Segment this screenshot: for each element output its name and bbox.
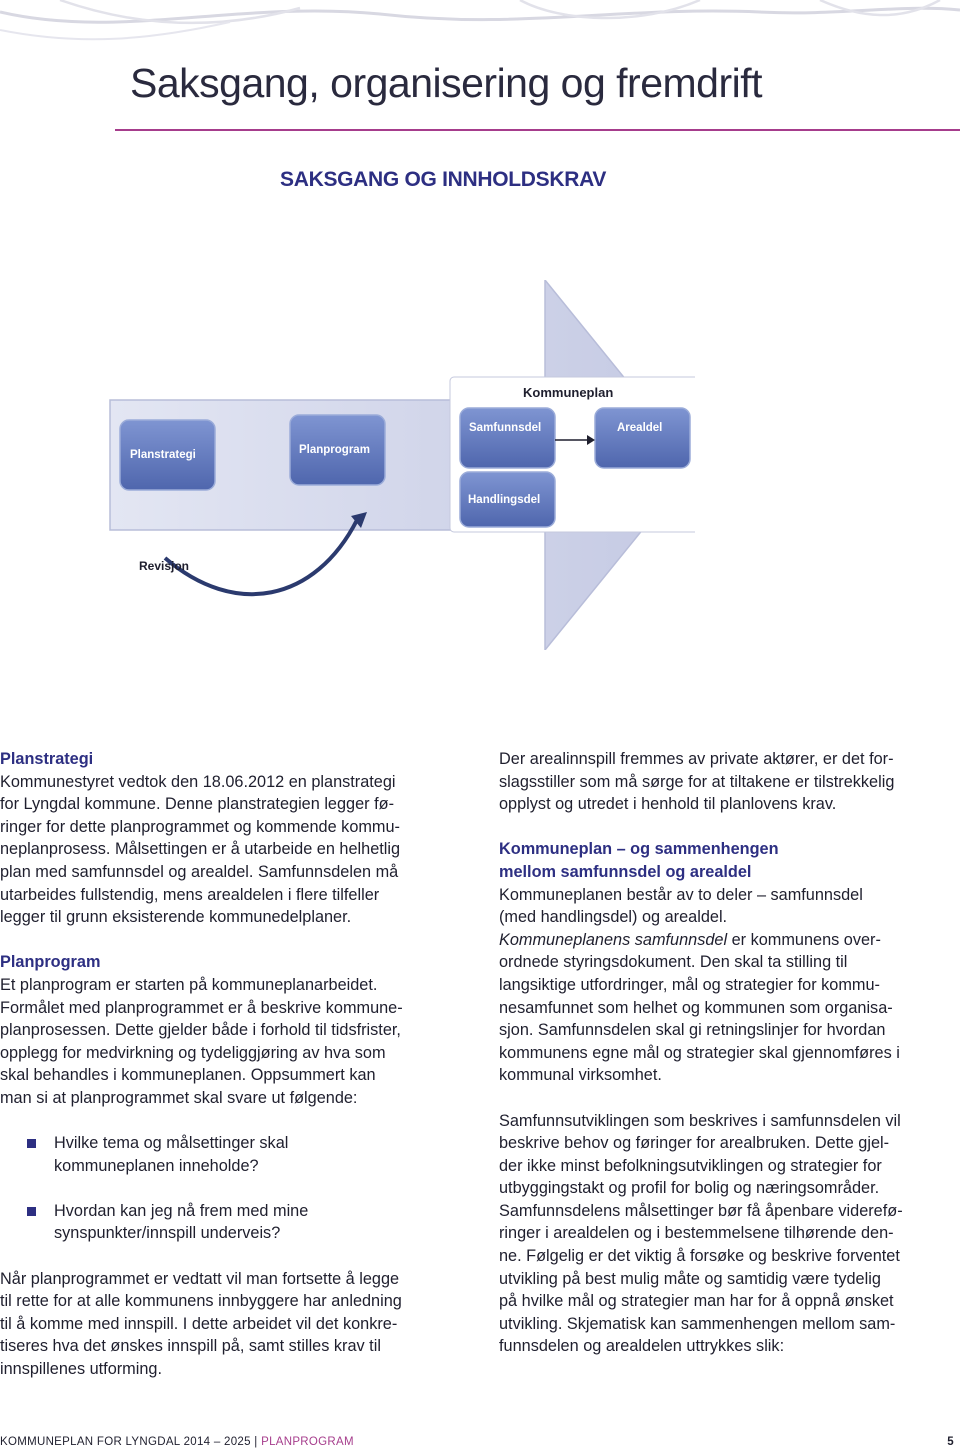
- planning-process-diagram: Kommuneplan Planstrategi Planprogram Sam…: [109, 280, 695, 650]
- planstrategi-label: Planstrategi: [130, 449, 196, 461]
- list-item-line: Hvordan kan jeg nå frem med mine: [54, 1201, 309, 1220]
- kommuneplan-label: Kommuneplan: [523, 385, 613, 400]
- planprogram-line: planprosessen. Dette gjelder både i forh…: [0, 1021, 401, 1040]
- planstrategi-line: neplanprosess. Målsettingen er å utarbei…: [0, 840, 401, 859]
- body-line: der ikke minst befolkningsutviklingen og…: [499, 1156, 882, 1175]
- planprogram-line: man si at planprogrammet skal svare ut f…: [0, 1088, 358, 1107]
- planstrategi-line: legger til grunn eksisterende kommunedel…: [0, 908, 352, 927]
- closing-line: til å komme med innspill. I dette arbeid…: [0, 1314, 398, 1333]
- planprogram-heading: Planprogram: [0, 953, 101, 972]
- revisjon-loop-arrow: [163, 519, 359, 597]
- arealdel-box: [594, 407, 691, 469]
- footer-publication: KOMMUNEPLAN FOR LYNGDAL 2014 – 2025 |: [0, 1436, 262, 1448]
- planstrategi-line: ringer for dette planprogrammet og komme…: [0, 817, 400, 836]
- italic-term: Kommuneplanens samfunnsdel: [499, 930, 728, 949]
- closing-line: tiseres hva det ønskes innspill på, samt…: [0, 1337, 381, 1356]
- planprogram-box: [289, 414, 386, 486]
- question-list: Hvilke tema og målsettinger skal kommune…: [0, 1132, 470, 1245]
- planstrategi-heading: Planstrategi: [0, 750, 94, 768]
- body-line: utvikling. Skjematisk kan sammenhengen m…: [499, 1314, 896, 1333]
- kommuneplan-heading-line2: mellom samfunnsdel og arealdel: [499, 862, 752, 881]
- body-line: sjon. Samfunnsdelen skal gi retningslinj…: [499, 1021, 886, 1040]
- intro-line: opplyst og utredet i henhold til planlov…: [499, 795, 837, 814]
- list-item: Hvordan kan jeg nå frem med mine synspun…: [0, 1200, 470, 1245]
- list-item: Hvilke tema og målsettinger skal kommune…: [0, 1132, 470, 1177]
- planprogram-line: Formålet med planprogrammet er å beskriv…: [0, 998, 403, 1017]
- planprogram-line: opplegg for medvirkning og tydeliggjørin…: [0, 1043, 386, 1062]
- revisjon-label: Revisjon: [139, 559, 189, 573]
- list-item-line: Hvilke tema og målsettinger skal: [54, 1134, 289, 1153]
- right-column: Der arealinnspill fremmes av private akt…: [499, 748, 959, 1358]
- kommuneplan-heading: Kommuneplan – og sammenhengen: [499, 840, 779, 859]
- section-heading: SAKSGANG OG INNHOLDSKRAV: [280, 168, 607, 191]
- body-line: (med handlingsdel) og arealdel.: [499, 908, 728, 927]
- samfunnsdel-label: Samfunnsdel: [469, 422, 541, 434]
- samfunnsdel-box: [459, 407, 556, 469]
- arealdel-label: Arealdel: [617, 422, 662, 434]
- page-footer: KOMMUNEPLAN FOR LYNGDAL 2014 – 2025 | PL…: [0, 1436, 960, 1448]
- planstrategi-line: for Lyngdal kommune. Denne planstrategie…: [0, 795, 394, 814]
- planstrategi-line: plan med samfunnsdel og arealdel. Samfun…: [0, 862, 399, 881]
- body-line: langsiktige utfordringer, mål og strateg…: [499, 975, 880, 994]
- body-line: ne. Følgelig er det viktig å forsøke og …: [499, 1247, 900, 1266]
- intro-line: slagsstiller som må sørge for at tiltake…: [499, 772, 895, 791]
- planstrategi-line: utarbeides fullstendig, mens arealdelen …: [0, 885, 380, 904]
- planprogram-line: Et planprogram er starten på kommuneplan…: [0, 975, 378, 994]
- page-number: 5: [947, 1436, 954, 1448]
- intro-line: Der arealinnspill fremmes av private akt…: [499, 750, 894, 768]
- closing-line: til rette for at alle kommunens innbygge…: [0, 1292, 402, 1311]
- left-column: Planstrategi Kommunestyret vedtok den 18…: [0, 748, 470, 1381]
- planprogram-label: Planprogram: [299, 444, 370, 456]
- body-line: Kommuneplanen består av to deler – samfu…: [499, 885, 863, 904]
- body-line: ordnede styringsdokument. Den skal ta st…: [499, 953, 848, 972]
- planstrategi-box: [119, 419, 216, 491]
- body-line-rest: er kommunens over-: [727, 930, 881, 949]
- body-line: utbyggingstakt og profil for bolig og næ…: [499, 1179, 880, 1198]
- body-line: beskrive behov og føringer for arealbruk…: [499, 1134, 890, 1153]
- body-line: utvikling på best mulig måte og samtidig…: [499, 1269, 881, 1288]
- body-line: funnsdelen og arealdelen uttrykkes slik:: [499, 1337, 785, 1356]
- list-item-line: kommuneplanen inneholde?: [54, 1156, 259, 1175]
- closing-line: innspillenes utforming.: [0, 1360, 162, 1379]
- footer-section: PLANPROGRAM: [261, 1436, 354, 1448]
- closing-line: Når planprogrammet er vedtatt vil man fo…: [0, 1269, 400, 1288]
- body-line: på hvilke mål og strategier man har for …: [499, 1292, 894, 1311]
- body-line: Samfunnsdelens målsettinger bør få åpenb…: [499, 1201, 903, 1220]
- planstrategi-line: Kommunestyret vedtok den 18.06.2012 en p…: [0, 772, 396, 791]
- decorative-header-swirl: [0, 0, 960, 41]
- connector-arrowhead: [587, 435, 595, 445]
- handlingsdel-box: [459, 471, 556, 528]
- revisjon-arrowhead: [351, 512, 367, 528]
- body-line: kommunens egne mål og strategier skal gj…: [499, 1043, 900, 1062]
- title-divider: [115, 129, 960, 131]
- body-line: kommunal virksomhet.: [499, 1066, 662, 1085]
- list-item-line: synspunkter/innspill underveis?: [54, 1224, 281, 1243]
- planprogram-line: skal behandles i kommuneplanen. Oppsumme…: [0, 1066, 376, 1085]
- body-line: ringer i arealdelen og i bestemmelsene t…: [499, 1224, 894, 1243]
- body-line: nesamfunnet som helhet og kommunen som o…: [499, 998, 893, 1017]
- handlingsdel-label: Handlingsdel: [468, 494, 540, 506]
- page-title: Saksgang, organisering og fremdrift: [130, 60, 763, 106]
- body-line: Samfunnsutviklingen som beskrives i samf…: [499, 1111, 901, 1130]
- body-line-emphasis: Kommuneplanens samfunnsdel er kommunens …: [499, 929, 959, 952]
